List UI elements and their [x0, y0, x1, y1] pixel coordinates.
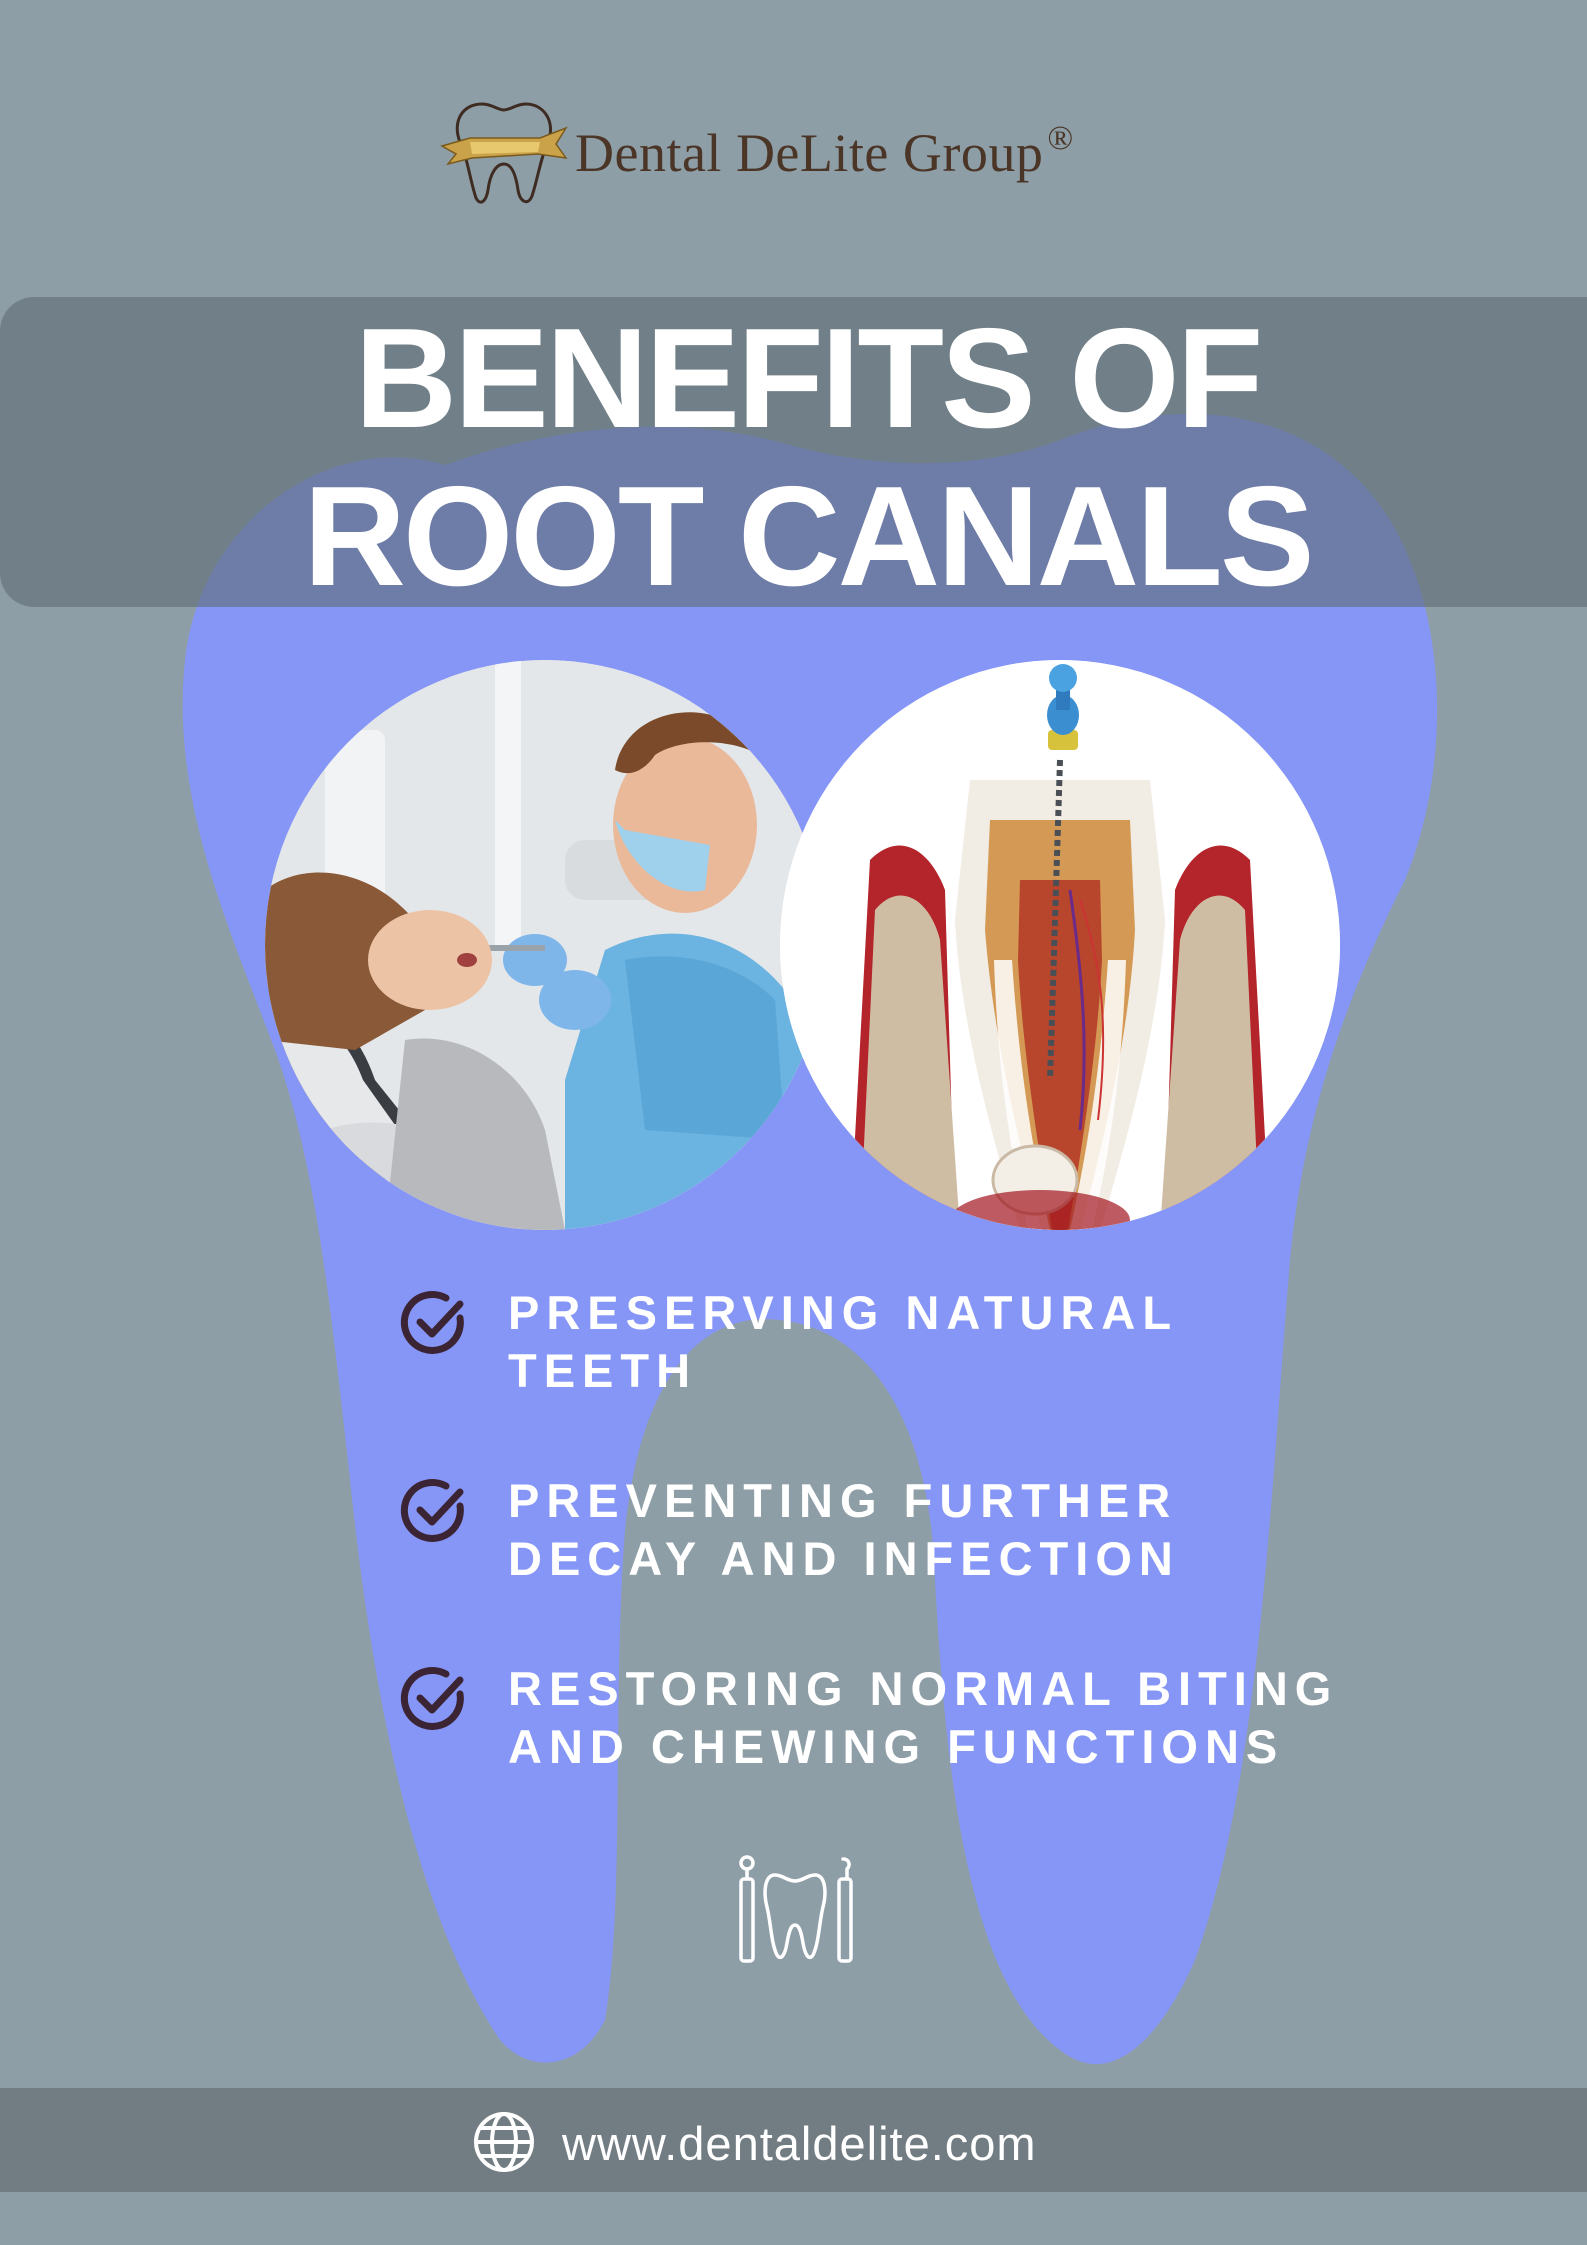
globe-icon	[474, 2112, 534, 2172]
brand-name: Dental DeLite Group®	[575, 120, 1074, 184]
brand-logo: Dental DeLite Group®	[440, 98, 1160, 208]
title-line-2: ROOT CANALS	[303, 457, 1314, 616]
root-canal-cross-section-illustration	[780, 660, 1340, 1230]
title-band	[0, 297, 1587, 607]
brand-name-text: Dental DeLite Group	[575, 123, 1044, 183]
benefit-label: PREVENTING FURTHER DECAY AND INFECTION	[508, 1472, 1388, 1588]
check-circle-icon	[400, 1666, 464, 1730]
dental-tools-icon	[739, 1855, 853, 1963]
benefit-label-line: RESTORING NORMAL BITING	[508, 1662, 1339, 1715]
benefit-label-line: TEETH	[508, 1344, 698, 1397]
tooth-ribbon-logo	[440, 102, 568, 204]
benefit-label-line: PRESERVING NATURAL	[508, 1286, 1179, 1339]
page-title: BENEFITS OF ROOT CANALS	[0, 300, 1587, 616]
footer-band	[0, 2088, 1587, 2192]
benefit-label-line: AND CHEWING FUNCTIONS	[508, 1720, 1285, 1773]
dentist-examining-patient-photo	[265, 660, 825, 1230]
benefit-label: RESTORING NORMAL BITING AND CHEWING FUNC…	[508, 1660, 1388, 1776]
benefit-label-line: PREVENTING FURTHER	[508, 1474, 1178, 1527]
check-circle-icon	[400, 1290, 464, 1354]
benefit-label: PRESERVING NATURAL TEETH	[508, 1284, 1388, 1400]
title-line-1: BENEFITS OF	[354, 299, 1264, 458]
benefit-label-line: DECAY AND INFECTION	[508, 1532, 1180, 1585]
check-circle-icon	[400, 1478, 464, 1542]
registered-mark: ®	[1047, 120, 1074, 157]
website-link[interactable]: www.dentaldelite.com	[562, 2117, 1037, 2170]
